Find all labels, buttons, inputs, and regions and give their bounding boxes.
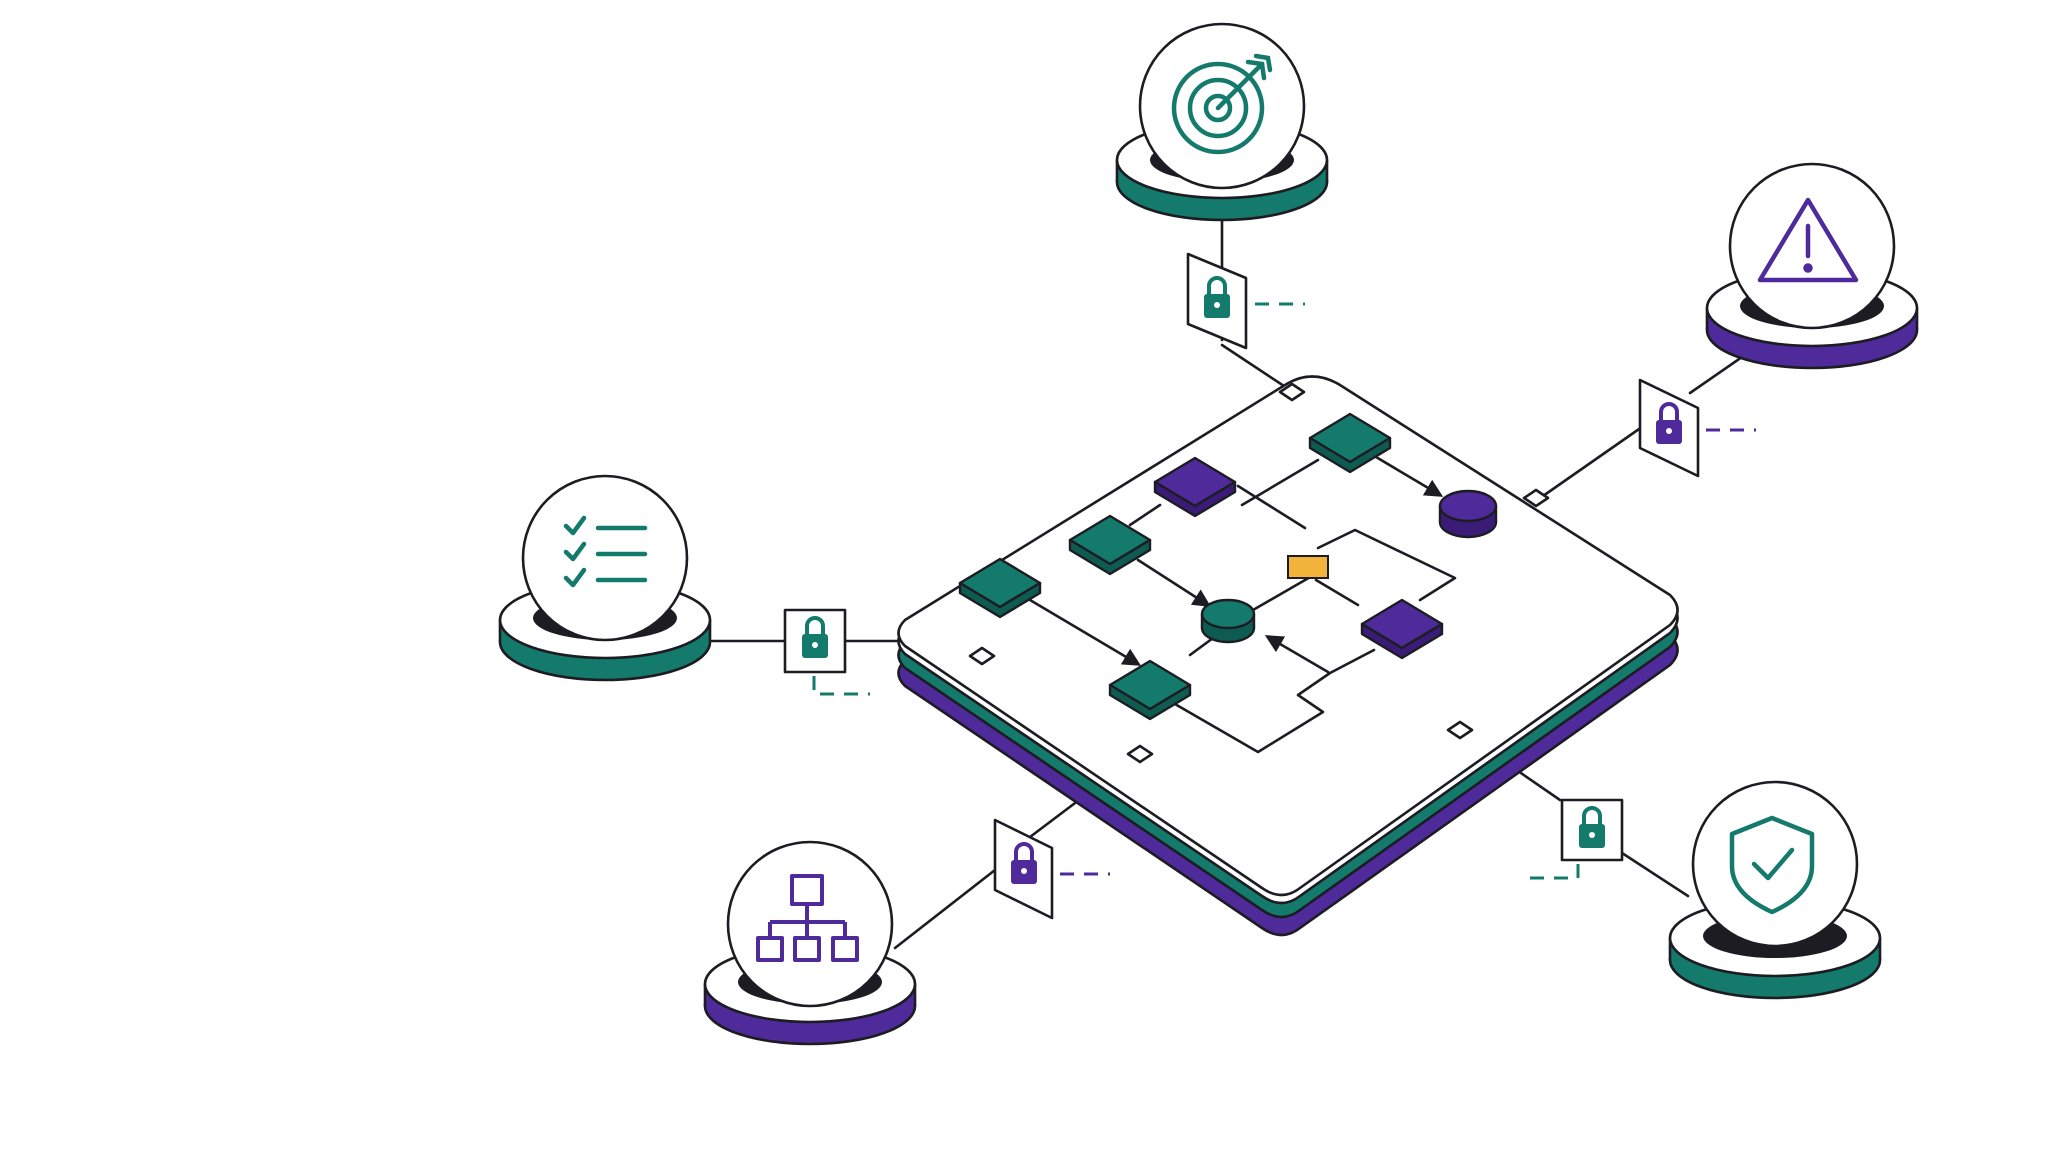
flow-tile-purple	[1360, 598, 1444, 660]
icon-bubble	[1691, 780, 1859, 948]
flow-tile-teal	[1308, 412, 1392, 474]
lock-badge-top	[1186, 252, 1305, 350]
lock-status-dashes	[1522, 864, 1580, 880]
lock-badge-right	[1638, 378, 1756, 478]
platform-top	[897, 375, 1679, 897]
port-bottom-left	[1126, 744, 1154, 764]
satellite-checklist	[498, 474, 712, 682]
flow-tile-teal	[1068, 514, 1152, 576]
padlock-icon	[1656, 402, 1682, 444]
satellite-shield	[1668, 780, 1882, 1000]
port-top	[1278, 382, 1306, 402]
satellite-warning	[1705, 162, 1919, 370]
flow-nodes	[958, 412, 1498, 721]
padlock-icon	[1579, 806, 1605, 848]
icon-bubble	[521, 474, 689, 642]
padlock-icon	[802, 616, 828, 658]
icon-bubble	[1728, 162, 1896, 330]
lock-badge-bottom-right	[1522, 798, 1624, 880]
port-right	[1522, 488, 1550, 508]
port-bottom-right	[1446, 720, 1474, 740]
lock-badge-left	[783, 608, 870, 696]
flow-tile-teal	[958, 557, 1042, 619]
port-left	[968, 646, 996, 666]
padlock-icon	[1011, 842, 1037, 884]
flow-tile-teal	[1108, 659, 1192, 721]
padlock-icon	[1204, 276, 1230, 318]
flow-disc-teal	[1200, 598, 1256, 644]
platform-ports	[968, 382, 1550, 764]
checklist-icon	[563, 515, 648, 588]
flow-disc-purple	[1438, 489, 1498, 539]
lock-badge-bottom-left	[993, 818, 1110, 920]
org-chart-icon	[756, 874, 859, 962]
satellite-hierarchy	[703, 840, 917, 1046]
shield-check-icon	[1729, 815, 1815, 915]
flow-tile-purple	[1153, 456, 1237, 518]
satellite-target	[1115, 22, 1329, 222]
flow-gate-amber	[1287, 555, 1329, 579]
lock-status-dashes	[812, 676, 870, 696]
target-arrow-icon	[1171, 53, 1273, 155]
warning-triangle-icon	[1757, 197, 1859, 283]
central-platform	[897, 375, 1679, 937]
